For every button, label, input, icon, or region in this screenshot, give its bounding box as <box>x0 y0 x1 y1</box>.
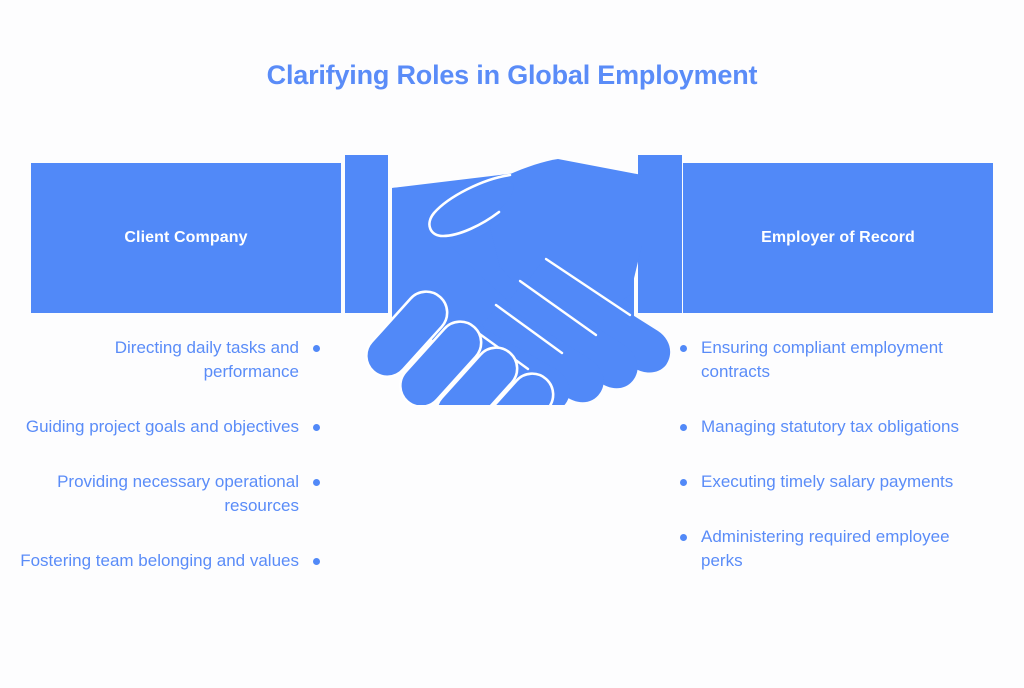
list-item-label: Providing necessary operational resource… <box>57 472 299 515</box>
list-item: Guiding project goals and objectives <box>20 415 320 439</box>
bullet-icon <box>680 479 687 486</box>
handshake-illustration <box>330 155 694 405</box>
list-item-label: Fostering team belonging and values <box>20 551 299 570</box>
list-item: Executing timely salary payments <box>680 470 980 494</box>
banner-label-left: Client Company <box>124 229 248 246</box>
list-item-label: Administering required employee perks <box>701 527 950 570</box>
banner-employer-of-record: Employer of Record <box>683 163 993 313</box>
list-item-label: Guiding project goals and objectives <box>25 417 299 436</box>
responsibilities-list-employer-of-record: Ensuring compliant employment contracts … <box>680 336 980 573</box>
list-item-label: Managing statutory tax obligations <box>701 417 959 436</box>
list-item: Providing necessary operational resource… <box>20 470 320 518</box>
bullet-icon <box>313 424 320 431</box>
bullet-icon <box>680 424 687 431</box>
banner-label-right: Employer of Record <box>761 229 915 246</box>
handshake-icon <box>345 155 682 405</box>
bullet-icon <box>680 345 687 352</box>
list-item-label: Ensuring compliant employment contracts <box>701 338 943 381</box>
bullet-icon <box>313 558 320 565</box>
list-item: Fostering team belonging and values <box>20 549 320 573</box>
banner-client-company: Client Company <box>31 163 341 313</box>
list-item: Directing daily tasks and performance <box>20 336 320 384</box>
bullet-icon <box>313 345 320 352</box>
list-item: Ensuring compliant employment contracts <box>680 336 980 384</box>
bullet-icon <box>680 534 687 541</box>
page-title: Clarifying Roles in Global Employment <box>266 60 758 90</box>
list-item-label: Executing timely salary payments <box>701 472 954 491</box>
bullet-icon <box>313 479 320 486</box>
responsibilities-list-client-company: Directing daily tasks and performance Gu… <box>20 336 320 573</box>
left-hand-fingers <box>365 290 555 405</box>
list-item: Administering required employee perks <box>680 525 980 573</box>
list-item-label: Directing daily tasks and performance <box>114 338 299 381</box>
list-item: Managing statutory tax obligations <box>680 415 980 439</box>
